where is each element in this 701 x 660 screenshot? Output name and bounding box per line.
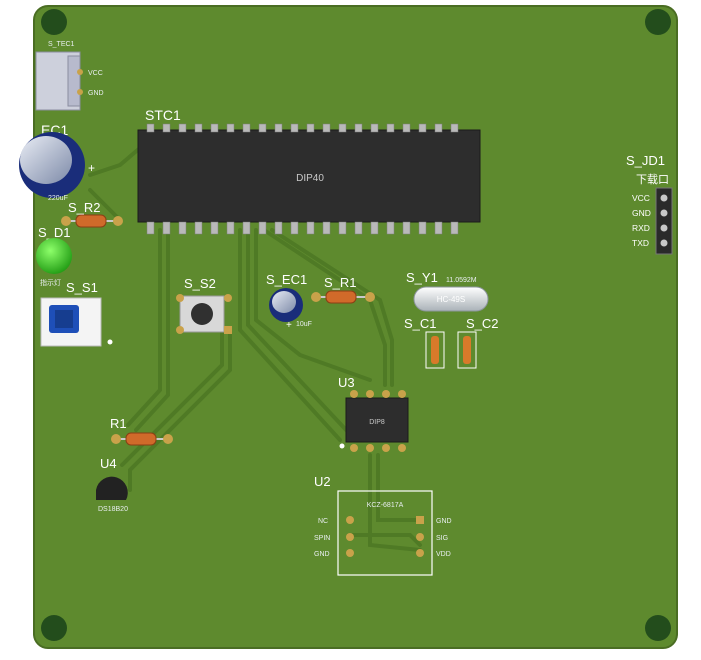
- s-d1-note: 指示灯: [40, 278, 61, 287]
- s-jd1-header: [655, 187, 673, 255]
- u4-part: DS18B20: [98, 506, 128, 513]
- u2-part: KCZ-6817A: [367, 502, 404, 509]
- usb-connector-s-tec1: [35, 51, 83, 111]
- s-ec1-label: S_EC1: [266, 272, 307, 287]
- s-s2-button: [176, 294, 232, 334]
- s-r2-label: S_R2: [68, 200, 101, 215]
- svg-text:HC-49S: HC-49S: [437, 295, 465, 304]
- u2-module: [337, 490, 433, 576]
- jd-pin-gnd: GND: [632, 208, 651, 218]
- s-ec1-capacitor: +: [269, 288, 303, 331]
- s-d1-label: S_D1: [38, 225, 71, 240]
- stc1-label: STC1: [145, 107, 181, 123]
- stc1-chip: DIP40: [137, 123, 481, 235]
- s-tec1-vcc-label: VCC: [88, 70, 103, 77]
- dip40-label: DIP40: [296, 173, 324, 184]
- s-c1-capacitor: [425, 331, 445, 369]
- u2-pin-nc: NC: [318, 518, 328, 525]
- u2-label: U2: [314, 474, 331, 489]
- s-jd1-title: 下载口: [636, 173, 669, 186]
- svg-text:+: +: [286, 320, 292, 331]
- s-tec1-gnd-label: GND: [88, 90, 104, 97]
- s-c2-capacitor: [457, 331, 477, 369]
- u2-pin-sig: SIG: [436, 535, 448, 542]
- s-r2-resistor: [61, 214, 123, 228]
- jd-pin-txd: TXD: [632, 238, 649, 248]
- svg-text:+: +: [88, 161, 95, 175]
- u2-pin-spin: SPIN: [314, 535, 330, 542]
- s-d1-led: [36, 238, 72, 274]
- mount-hole-top-right: [645, 9, 671, 35]
- u2-pin-gnd-right: GND: [436, 518, 452, 525]
- s-s1-label: S_S1: [66, 280, 98, 295]
- ec1-capacitor: +: [19, 132, 95, 198]
- u4-sensor: [96, 476, 128, 500]
- pcb-board: [33, 5, 678, 649]
- s-ec1-value: 10uF: [296, 321, 312, 328]
- s-y1-crystal: HC-49S: [413, 286, 489, 312]
- s-jd1-label: S_JD1: [626, 153, 665, 168]
- s-s1-switch: [40, 297, 113, 347]
- u2-pin-gnd-left: GND: [314, 551, 330, 558]
- u2-pin-vdd: VDD: [436, 551, 451, 558]
- s-y1-note: 11.0592M: [446, 277, 477, 284]
- jd-pin-vcc: VCC: [632, 193, 650, 203]
- u3-chip: DIP8: [339, 390, 409, 452]
- s-y1-label: S_Y1: [406, 270, 438, 285]
- s-r1-resistor: [311, 290, 375, 304]
- s-c1-label: S_C1: [404, 316, 437, 331]
- u4-label: U4: [100, 456, 117, 471]
- mount-hole-bottom-left: [41, 615, 67, 641]
- s-s2-label: S_S2: [184, 276, 216, 291]
- pcb-traces: [88, 146, 422, 552]
- mount-hole-bottom-right: [645, 615, 671, 641]
- r1-label: R1: [110, 416, 127, 431]
- s-tec1-label: S_TEC1: [48, 41, 75, 48]
- s-r1-label: S_R1: [324, 275, 357, 290]
- r1-resistor: [111, 432, 173, 446]
- mount-hole-top-left: [41, 9, 67, 35]
- u3-label: U3: [338, 375, 355, 390]
- jd-pin-rxd: RXD: [632, 223, 650, 233]
- ec1-value: 220uF: [48, 195, 68, 202]
- s-c2-label: S_C2: [466, 316, 499, 331]
- svg-text:DIP8: DIP8: [369, 419, 385, 426]
